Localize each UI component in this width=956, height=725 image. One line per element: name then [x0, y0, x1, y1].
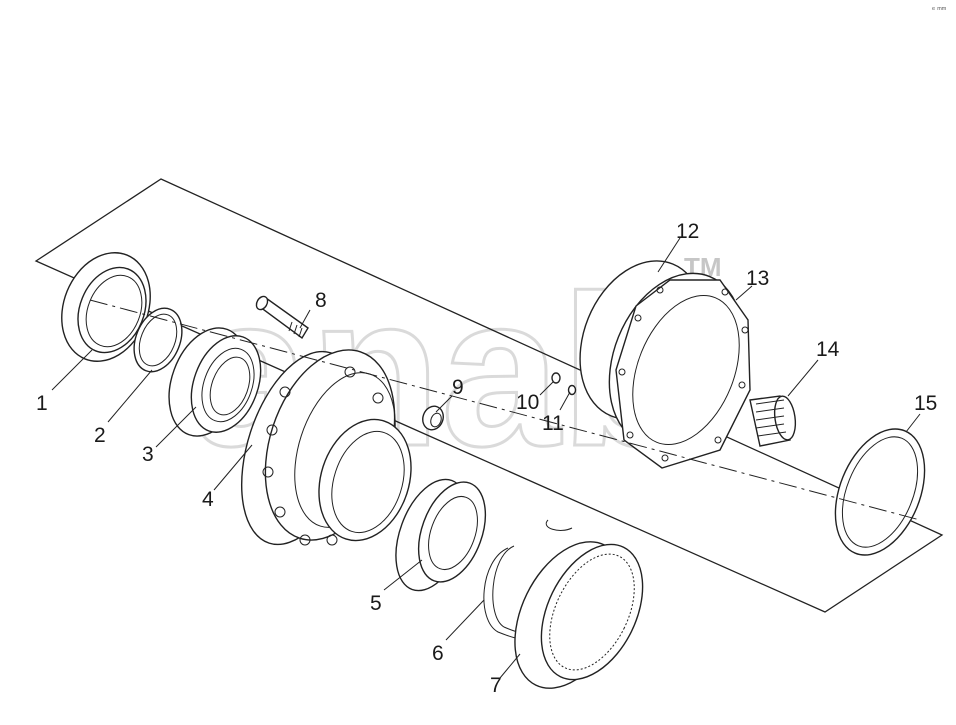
part-5-bearing	[395, 478, 487, 592]
part-4-hub	[240, 349, 412, 546]
callout-10: 10	[516, 391, 539, 414]
callout-12: 12	[676, 220, 699, 243]
callout-4: 4	[202, 488, 214, 511]
part-14-splined-shaft	[749, 395, 797, 447]
callout-5: 5	[370, 592, 382, 615]
callout-9: 9	[452, 376, 464, 399]
part-15-ring	[834, 428, 926, 556]
callout-2: 2	[94, 424, 106, 447]
callout-8: 8	[315, 289, 327, 312]
assembly-frame	[34, 178, 944, 613]
part-7-ring-gear	[514, 519, 644, 689]
corner-mark: ᵉ ᵐᵐ	[932, 5, 947, 14]
callout-13: 13	[746, 267, 769, 290]
callout-11: 11	[542, 412, 564, 435]
assembly-axis	[89, 299, 921, 521]
part-3-bearing	[168, 327, 262, 437]
callout-labels: 1 2 3 4 5 6 7 8 9 10 11 12 13 14 15	[36, 220, 937, 697]
callout-6: 6	[432, 642, 444, 665]
part-1-seal	[61, 252, 151, 362]
callout-1: 1	[36, 392, 48, 415]
part-8-stud-bolt	[255, 295, 309, 340]
part-9-nut	[422, 405, 444, 431]
callout-3: 3	[142, 443, 154, 466]
part-13-gasket	[615, 279, 751, 469]
callout-14: 14	[816, 338, 840, 361]
leader-lines	[51, 237, 921, 679]
part-2-o-ring	[133, 307, 183, 373]
part-10-screw	[551, 372, 561, 384]
callout-15: 15	[914, 392, 937, 415]
callout-7: 7	[490, 674, 502, 697]
